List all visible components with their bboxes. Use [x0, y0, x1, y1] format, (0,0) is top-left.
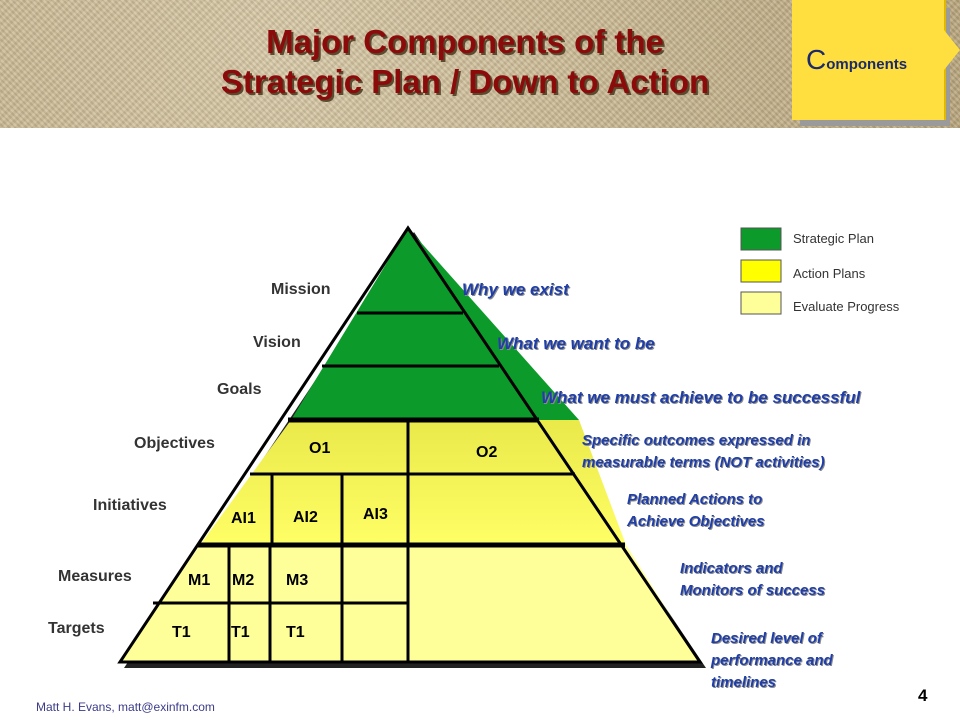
cell-o1: O1 [309, 440, 331, 457]
desc-targets: Desired level of performance and timelin… [711, 628, 833, 694]
cell-t1-a: T1 [172, 624, 191, 641]
cell-t1-c: T1 [286, 624, 305, 641]
level-measures: Measures [58, 568, 132, 585]
cell-ai3: AI3 [363, 506, 388, 523]
legend-label-strategic-plan: Strategic Plan [793, 231, 874, 246]
desc-measures-line-1: Indicators and [680, 560, 783, 577]
level-goals: Goals [217, 381, 262, 398]
title-line-1: Major Components of the [266, 23, 664, 60]
action-plans-section [200, 420, 626, 545]
tag-arrow-icon [944, 30, 960, 70]
desc-objectives-line-1: Specific outcomes expressed in [582, 432, 811, 449]
desc-measures-line-2: Monitors of success [680, 582, 826, 599]
cell-o2: O2 [476, 444, 498, 461]
desc-initiatives: Planned Actions to Achieve Objectives [627, 489, 765, 533]
evaluate-progress-section [120, 545, 700, 662]
level-mission: Mission [271, 281, 331, 298]
level-initiatives: Initiatives [93, 497, 167, 514]
desc-targets-line-1: Desired level of [711, 630, 822, 647]
cell-ai1: AI1 [231, 510, 256, 527]
title-line-2: Strategic Plan / Down to Action [220, 63, 710, 100]
page-number: 4 [918, 686, 928, 705]
desc-goals: What we must achieve to be successful [541, 388, 861, 407]
components-tag-label: Components [806, 44, 907, 76]
pyramid-outline [117, 225, 703, 664]
level-objectives: Objectives [134, 435, 215, 452]
cell-m1: M1 [188, 572, 211, 589]
tag-rest: omponents [826, 56, 908, 73]
legend-swatch-action-plans [740, 259, 782, 283]
desc-targets-line-2: performance and [711, 652, 833, 669]
legend-label-evaluate-progress: Evaluate Progress [793, 299, 900, 314]
page-title: Major Components of the Strategic Plan /… [150, 22, 780, 102]
strategic-plan-section [291, 228, 579, 420]
desc-mission: Why we exist [462, 280, 569, 299]
desc-vision: What we want to be [497, 334, 655, 353]
legend-swatch-strategic-plan [740, 227, 782, 251]
desc-objectives-line-2: measurable terms (NOT activities) [582, 454, 825, 471]
desc-measures: Indicators and Monitors of success [680, 558, 825, 602]
legend-swatch-evaluate-progress [740, 291, 782, 315]
cell-m2: M2 [232, 572, 255, 589]
desc-initiatives-line-2: Achieve Objectives [627, 513, 765, 530]
level-targets: Targets [48, 620, 105, 637]
cell-t1-b: T1 [231, 624, 250, 641]
cell-m3: M3 [286, 572, 309, 589]
legend-label-action-plans: Action Plans [793, 266, 866, 281]
desc-initiatives-line-1: Planned Actions to [627, 491, 763, 508]
level-vision: Vision [253, 334, 301, 351]
tag-initial: C [806, 44, 827, 75]
desc-targets-line-3: timelines [711, 674, 777, 691]
footer-author: Matt H. Evans, matt@exinfm.com [36, 700, 215, 714]
desc-objectives: Specific outcomes expressed in measurabl… [582, 430, 825, 474]
cell-ai2: AI2 [293, 509, 318, 526]
